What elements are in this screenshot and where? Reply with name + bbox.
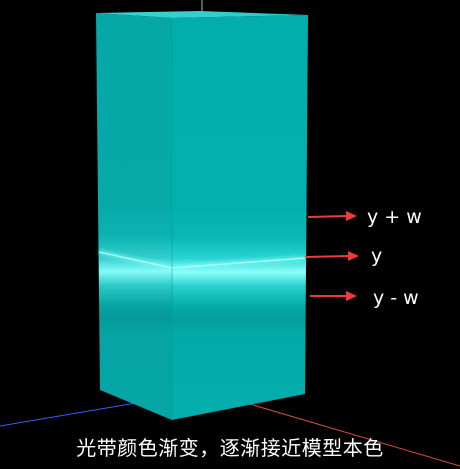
model-top-face	[96, 11, 308, 18]
arrow-lower	[310, 291, 357, 301]
axis-x-line	[235, 399, 460, 467]
caption: 光带颜色渐变，逐渐接近模型本色	[76, 436, 384, 460]
model-front-face	[172, 15, 308, 420]
model-side-face	[96, 13, 172, 420]
arrow-upper	[307, 211, 357, 221]
label-y-plus-w: y + w	[367, 206, 422, 228]
arrow-center	[304, 251, 359, 261]
label-y-minus-w: y - w	[373, 287, 419, 309]
model-block	[96, 11, 308, 420]
axis-z-line	[0, 402, 137, 427]
label-y: y	[371, 245, 382, 267]
